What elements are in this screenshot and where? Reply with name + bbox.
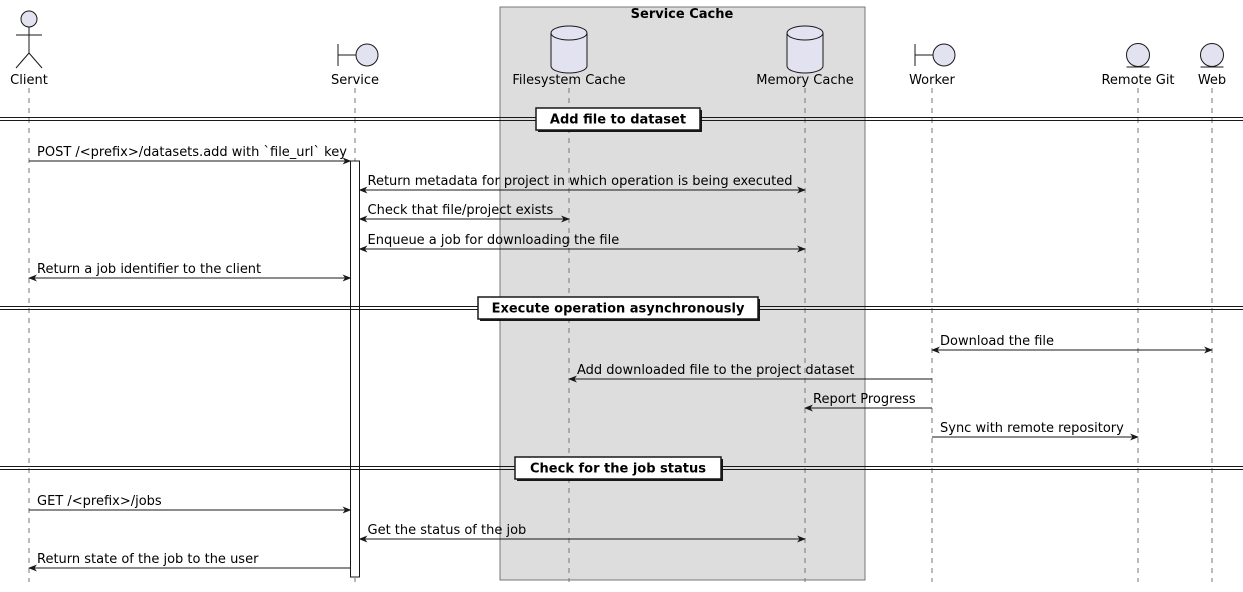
message-label: Check that file/project exists [368, 203, 554, 218]
entity-icon [1126, 43, 1150, 68]
divider-box [514, 456, 722, 480]
message-7: Add downloaded file to the project datas… [568, 363, 932, 383]
message-label: Sync with remote repository [940, 421, 1124, 436]
activations [350, 160, 360, 578]
divider-box [535, 107, 701, 131]
participant-web: Web [1198, 43, 1226, 88]
actor-icon [15, 10, 43, 69]
boundary-icon [337, 43, 379, 67]
participant-remotegit: Remote Git [1101, 43, 1175, 88]
participant-label-web: Web [1198, 73, 1226, 88]
database-icon [786, 25, 824, 74]
message-10: GET /<prefix>/jobs [29, 494, 352, 514]
participant-memcache: Memory Cache [756, 25, 854, 88]
divider-label: Check for the job status [530, 462, 706, 477]
message-label: Return a job identifier to the client [37, 262, 261, 277]
message-3: Check that file/project exists [358, 203, 570, 223]
participant-client: Client [10, 10, 48, 88]
participant-label-fscache: Filesystem Cache [512, 73, 625, 88]
message-6: Download the file [931, 334, 1213, 354]
message-9: Sync with remote repository [932, 421, 1139, 441]
participant-label-worker: Worker [909, 73, 955, 88]
participants: Client Service Filesystem Cache Memory Cach… [10, 10, 1226, 88]
divider-box [477, 296, 759, 320]
participant-label-client: Client [10, 73, 48, 88]
message-label: Get the status of the job [368, 523, 527, 538]
messages: POST /<prefix>/datasets.add with `file_u… [28, 145, 1213, 572]
service-cache-box: Service Cache [499, 6, 866, 581]
message-2: Return metadata for project in which ope… [358, 174, 806, 194]
participant-label-memcache: Memory Cache [756, 73, 853, 88]
divider-check-for-the-job-status: Check for the job status [0, 456, 1243, 481]
divider-label: Add file to dataset [550, 113, 686, 128]
message-label: Return state of the job to the user [37, 552, 259, 567]
database-icon [550, 25, 588, 74]
boundary-icon [914, 43, 956, 67]
divider-add-file-to-dataset: Add file to dataset [0, 107, 1243, 132]
participant-fscache: Filesystem Cache [512, 25, 626, 88]
entity-icon [1200, 43, 1224, 68]
message-12: Return state of the job to the user [28, 552, 351, 572]
participant-label-remotegit: Remote Git [1101, 73, 1174, 88]
participant-label-service: Service [331, 73, 379, 88]
message-5: Return a job identifier to the client [28, 262, 352, 282]
message-label: Return metadata for project in which ope… [368, 174, 793, 189]
message-4: Enqueue a job for downloading the file [358, 233, 806, 253]
service-cache-box-title: Service Cache [631, 7, 734, 22]
message-1: POST /<prefix>/datasets.add with `file_u… [29, 145, 352, 165]
message-label: Add downloaded file to the project datas… [577, 363, 855, 378]
message-11: Get the status of the job [358, 523, 806, 543]
divider-execute-operation-asynchronously: Execute operation asynchronously [0, 296, 1243, 321]
message-label: Report Progress [813, 392, 916, 407]
message-label: Download the file [940, 334, 1054, 349]
message-label: Enqueue a job for downloading the file [368, 233, 620, 248]
message-8: Report Progress [804, 392, 932, 412]
participant-worker: Worker [909, 43, 956, 88]
message-label: POST /<prefix>/datasets.add with `file_u… [37, 145, 347, 160]
service-activation-bar [350, 160, 360, 578]
participant-service: Service [331, 43, 379, 88]
message-label: GET /<prefix>/jobs [37, 494, 162, 509]
divider-label: Execute operation asynchronously [492, 302, 745, 317]
